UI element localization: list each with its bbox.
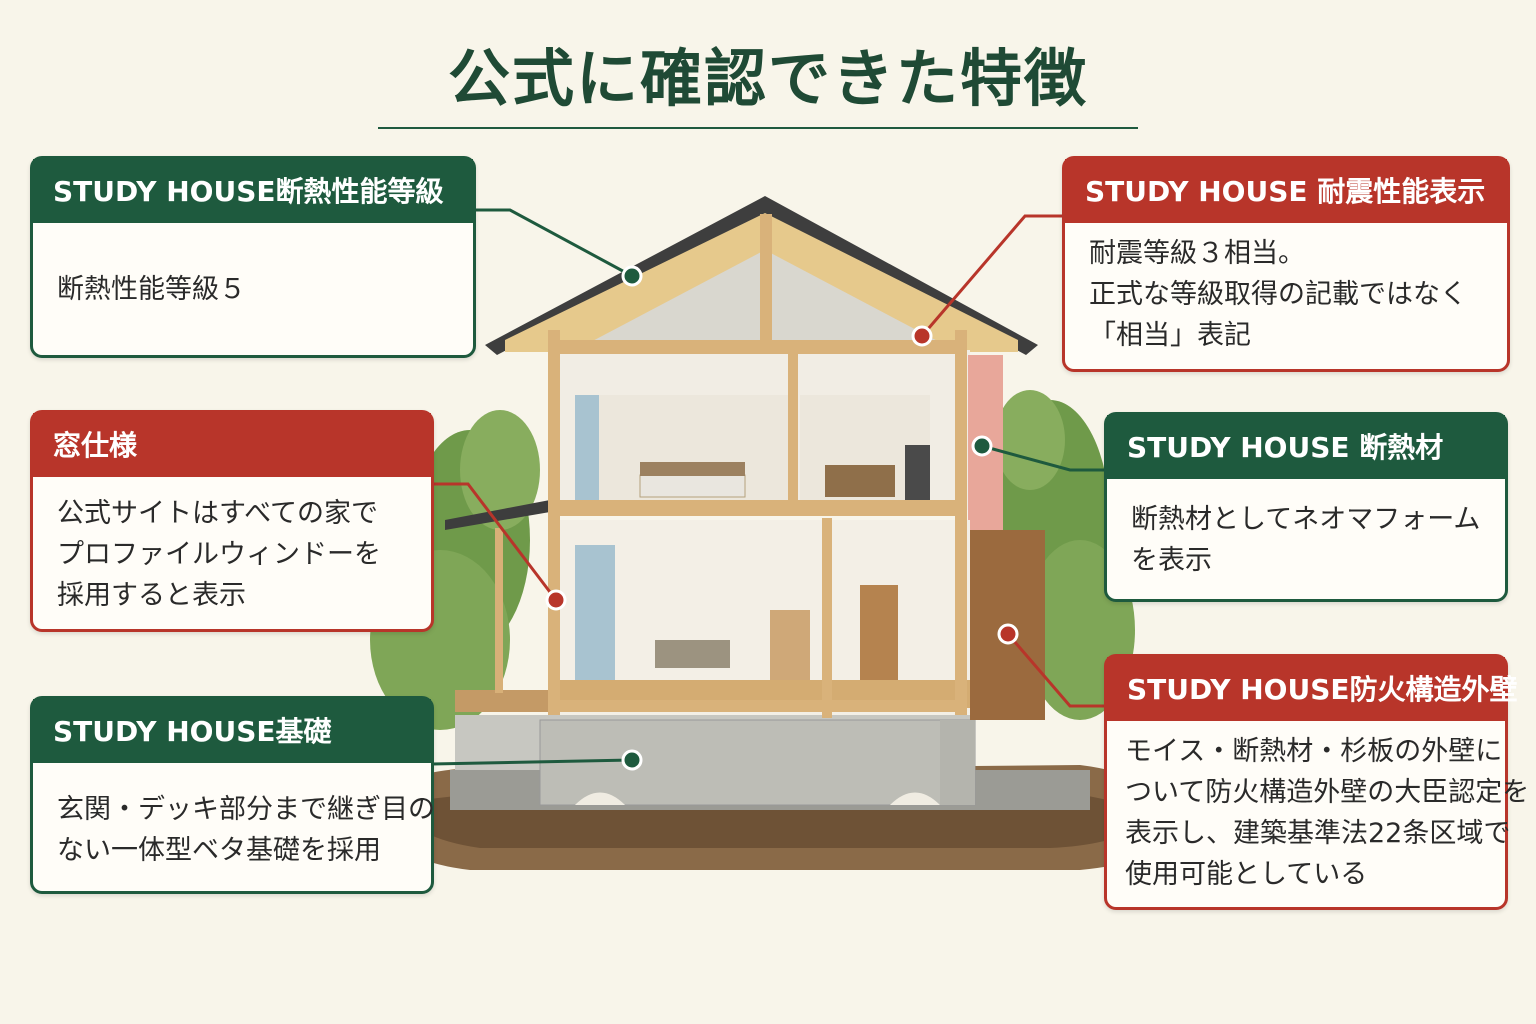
upper-floor (550, 350, 1003, 530)
title-underline (378, 127, 1138, 129)
callout-window: 窓仕様 公式サイトはすべての家で プロファイルウィンドーを 採用すると表示 (30, 410, 434, 632)
callout-text-line: 「相当」表記 (1089, 320, 1251, 351)
foundation-slab (455, 715, 976, 806)
callout-header: STUDY HOUSE防火構造外壁 (1107, 657, 1518, 721)
callout-text-line: ついて防火構造外壁の大臣認定を (1125, 777, 1530, 808)
callout-text-line: 正式な等級取得の記載ではなく (1089, 279, 1467, 310)
timber-framing (548, 214, 967, 718)
callout-header: STUDY HOUSE基礎 (33, 699, 431, 763)
callout-header: STUDY HOUSE 断熱材 (1107, 415, 1505, 479)
callout-insulation-material: STUDY HOUSE 断熱材 断熱材としてネオマフォーム を表示 (1104, 412, 1508, 602)
callout-text-line: 採用すると表示 (57, 580, 246, 611)
callout-header: STUDY HOUSE断熱性能等級 (33, 159, 473, 223)
callout-text-line: 断熱性能等級５ (57, 274, 246, 305)
page-title: 公式に確認できた特徴 (447, 42, 1088, 115)
callout-text-line: を表示 (1131, 545, 1212, 576)
callout-fireproof-wall: STUDY HOUSE防火構造外壁 モイス・断熱材・杉板の外壁に ついて防火構造… (1104, 654, 1530, 911)
callout-anchor-dots (545, 265, 1019, 771)
leader-lines (431, 208, 1104, 766)
callout-body: 玄関・デッキ部分まで継ぎ目の ない一体型ベタ基礎を採用 (33, 763, 435, 887)
lower-floor (550, 520, 1045, 720)
callout-text-line: プロファイルウィンドーを (57, 539, 381, 570)
callout-text-line: 使用可能としている (1125, 859, 1368, 890)
callout-text-line: 公式サイトはすべての家で (57, 498, 379, 529)
porch-deck (445, 500, 550, 712)
callout-header: 窓仕様 (33, 413, 431, 477)
callout-insulation-grade: STUDY HOUSE断熱性能等級 断熱性能等級５ (30, 156, 476, 358)
callout-foundation: STUDY HOUSE基礎 玄関・デッキ部分まで継ぎ目の ない一体型ベタ基礎を採… (30, 696, 435, 894)
callout-text-line: 耐震等級３相当。 (1089, 238, 1305, 269)
callout-body: 断熱性能等級５ (33, 223, 473, 326)
callout-body: 耐震等級３相当。 正式な等級取得の記載ではなく 「相当」表記 (1065, 223, 1507, 372)
callout-text-line: モイス・断熱材・杉板の外壁に (1125, 736, 1503, 767)
callout-header: STUDY HOUSE 耐震性能表示 (1065, 159, 1507, 223)
callout-body: 断熱材としてネオマフォーム を表示 (1107, 479, 1505, 597)
callout-body: 公式サイトはすべての家で プロファイルウィンドーを 採用すると表示 (33, 477, 431, 632)
callout-text-line: ない一体型ベタ基礎を採用 (57, 835, 381, 866)
callout-body: モイス・断熱材・杉板の外壁に ついて防火構造外壁の大臣認定を 表示し、建築基準法… (1107, 721, 1530, 911)
callout-text-line: 玄関・デッキ部分まで継ぎ目の (57, 794, 435, 825)
callout-text-line: 断熱材としてネオマフォーム (1131, 504, 1481, 535)
callout-seismic: STUDY HOUSE 耐震性能表示 耐震等級３相当。 正式な等級取得の記載では… (1062, 156, 1510, 372)
callout-text-line: 表示し、建築基準法22条区域で (1125, 818, 1511, 849)
